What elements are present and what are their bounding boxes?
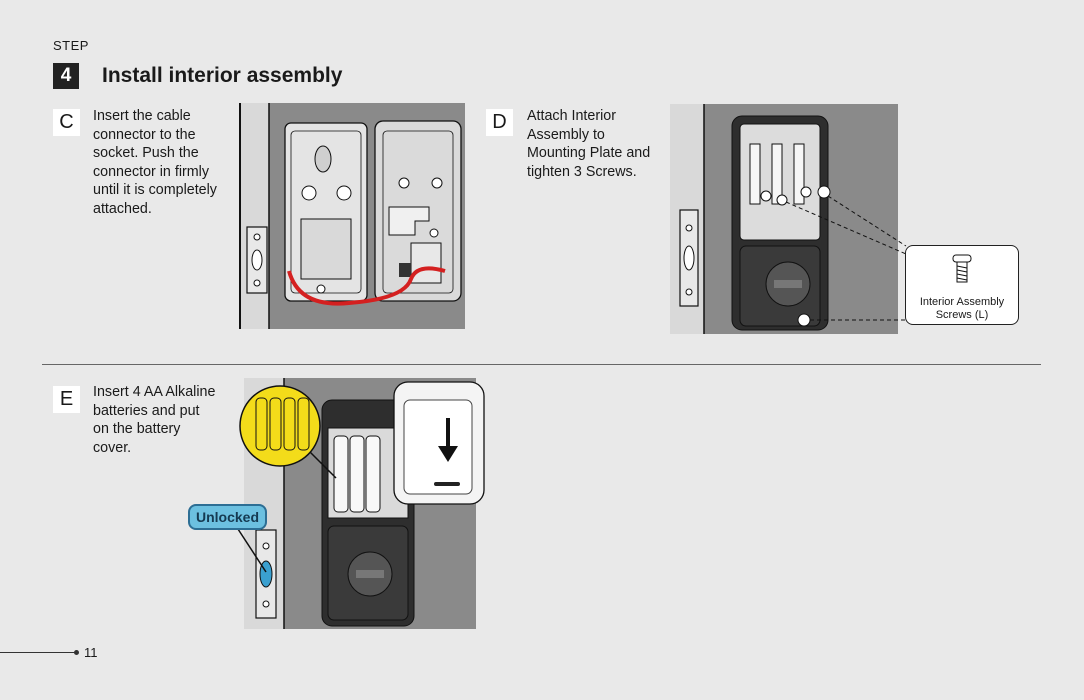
page-number: 11: [84, 645, 98, 660]
section-e-illustration: [239, 378, 485, 629]
section-c-illustration: [239, 103, 465, 329]
screw-callout-label: Interior Assembly Screws (L): [919, 296, 1005, 321]
section-c-instructions: Insert the cable connector to the socket…: [93, 108, 217, 217]
footer-dot: [74, 650, 79, 655]
section-d-illustration: [670, 104, 907, 334]
unlocked-label: Unlocked: [188, 504, 268, 530]
page-title: Install interior assembly: [102, 64, 343, 87]
section-d-letter: D: [486, 109, 513, 136]
screw-callout: Interior Assembly Screws (L): [905, 245, 1019, 325]
step-label: STEP: [53, 38, 89, 53]
section-e-letter: E: [53, 386, 80, 413]
footer-line: [0, 652, 76, 653]
unlocked-pointer: [235, 525, 267, 573]
section-c-letter: C: [53, 109, 80, 136]
screw-icon: [952, 254, 972, 283]
section-divider: [42, 364, 1041, 365]
cable-wire: [287, 266, 446, 306]
section-d-instructions: Attach Interior Assembly to Mounting Pla…: [527, 108, 651, 180]
section-e-instructions: Insert 4 AA Alkaline batteries and put o…: [93, 384, 216, 456]
step-number: 4: [53, 63, 79, 89]
